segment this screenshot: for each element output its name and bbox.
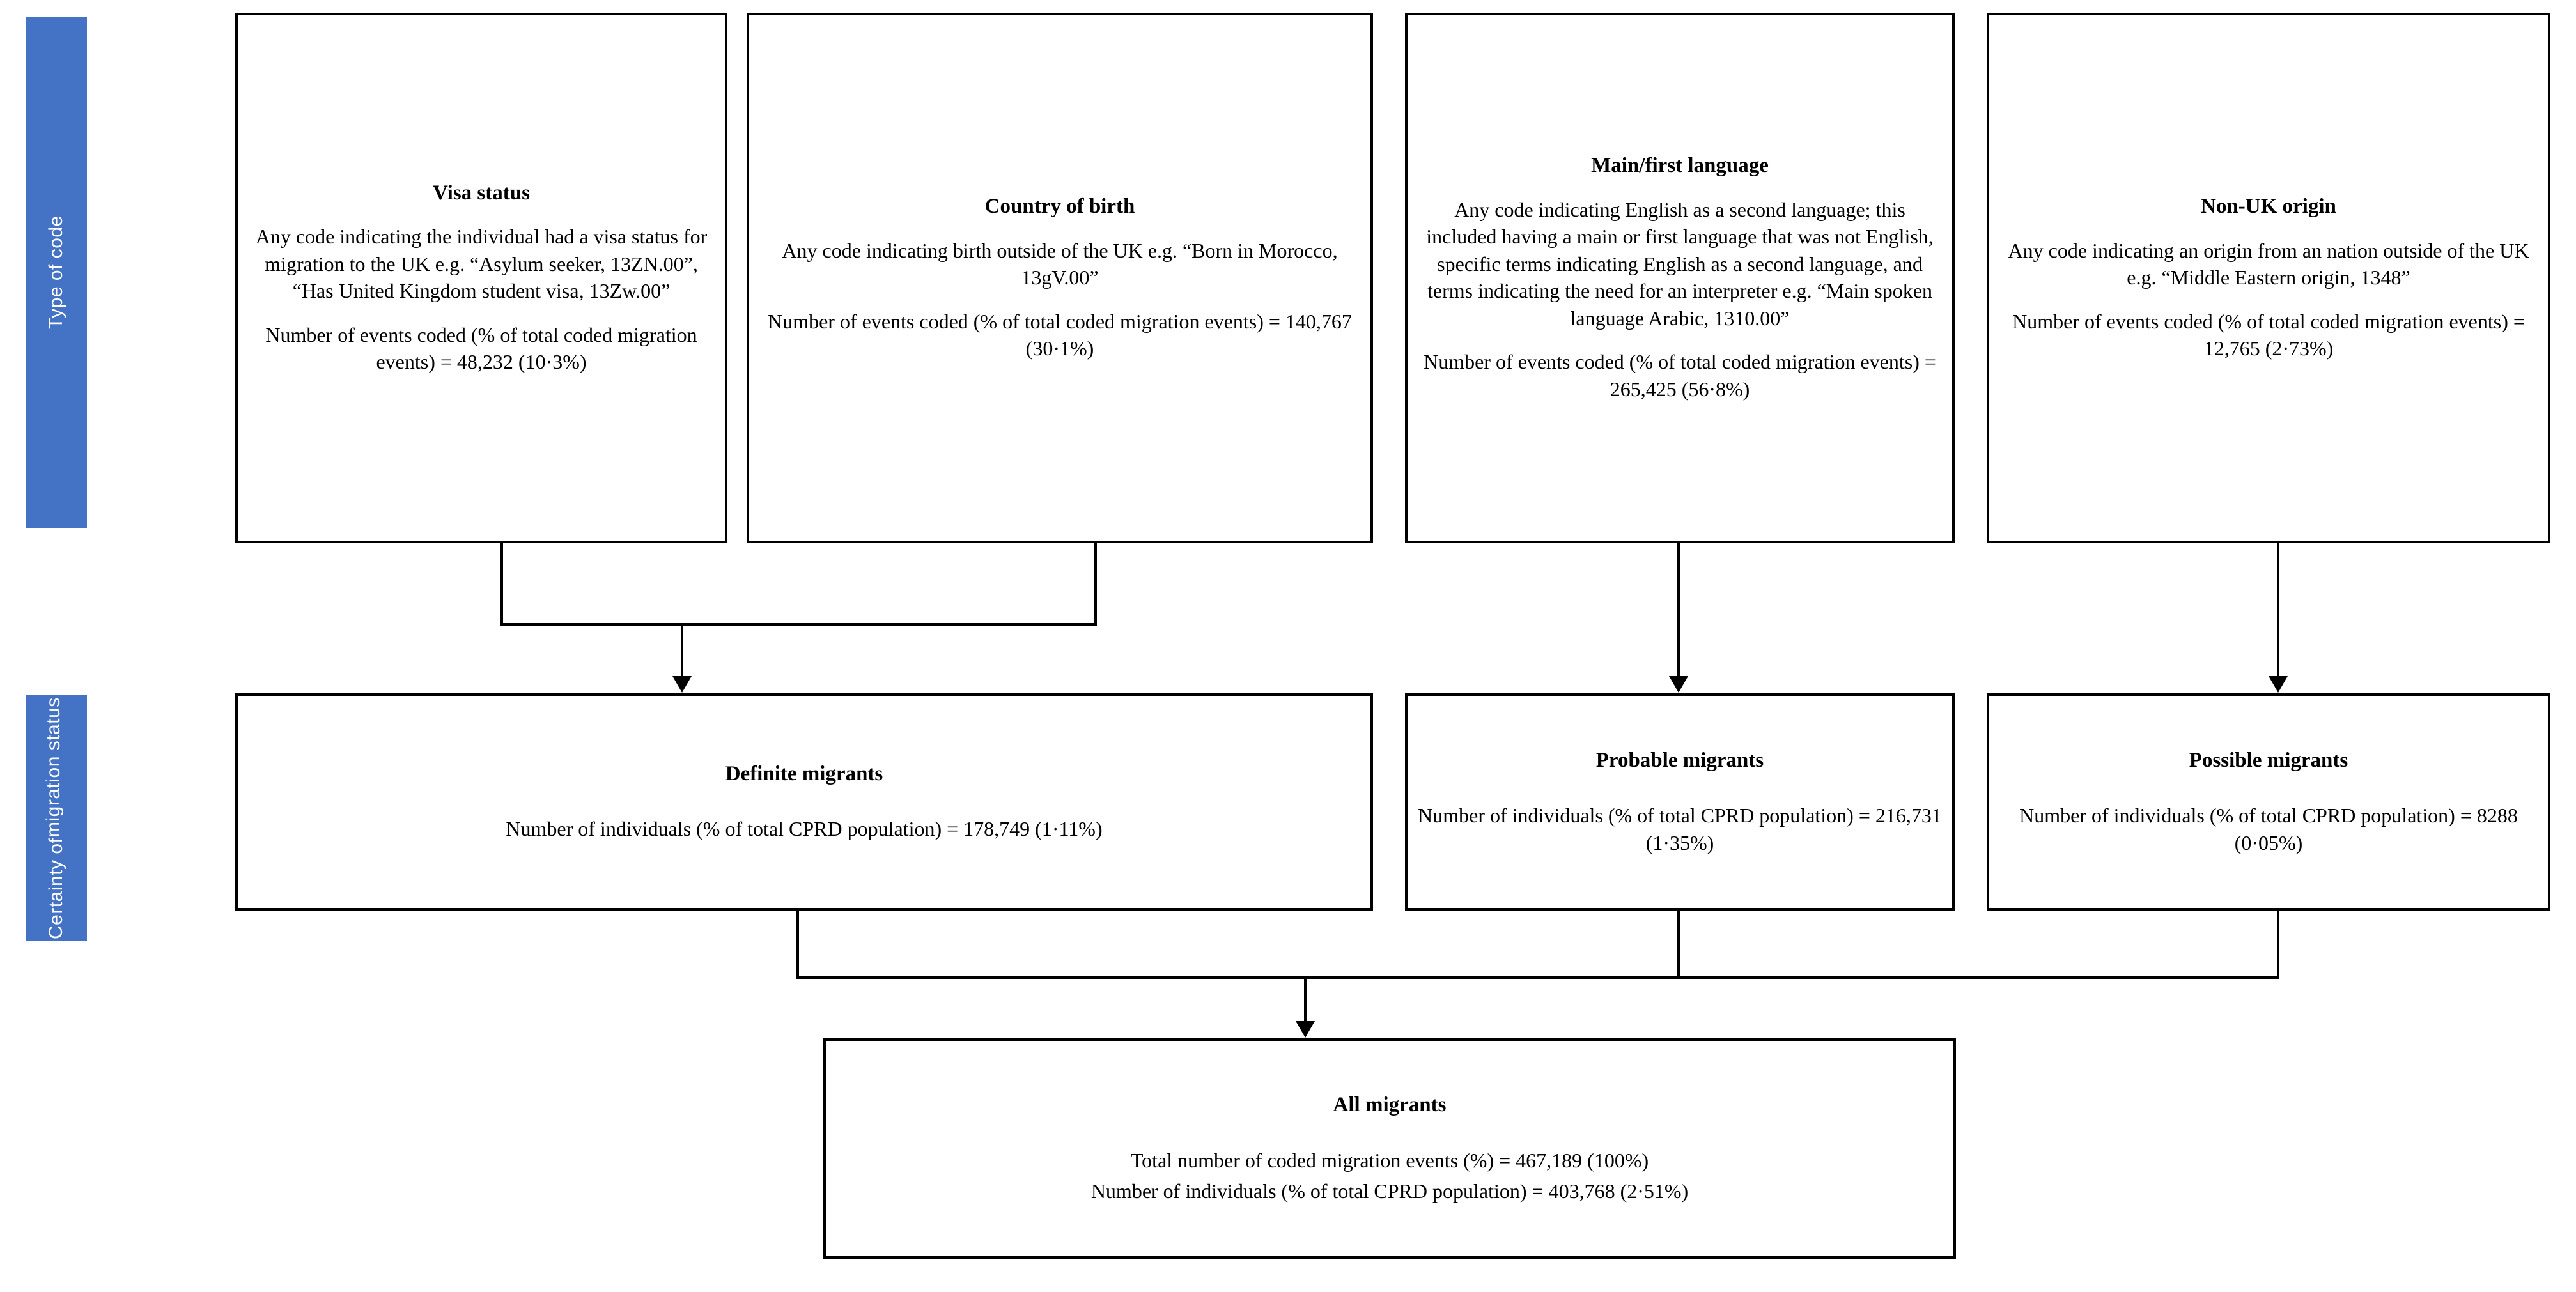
connector-country-down (1094, 543, 1097, 623)
arrow-into-all-migrants (1296, 1021, 1315, 1038)
box-title: Country of birth (984, 195, 1135, 219)
box-stat-individuals: Number of individuals (% of total CPRD p… (1090, 1180, 1689, 1203)
arrow-into-definite-migrants (672, 676, 692, 693)
sidebar-label-line: migration status (42, 696, 64, 838)
box-description: Any code indicating birth outside of the… (782, 238, 1338, 289)
box-visa-status[interactable]: Visa status Any code indicating the indi… (235, 13, 727, 543)
arrow-into-possible-migrants (2269, 676, 2288, 693)
sidebar-label-type-of-code: Type of code (26, 17, 87, 528)
connector-merge-bar-all-migrants (796, 976, 2279, 979)
connector-all-migrants-drop (1304, 976, 1307, 1027)
box-title: Main/first language (1591, 154, 1769, 178)
box-description: Any code indicating an origin from an na… (2008, 238, 2529, 289)
box-stat: Number of events coded (% of total coded… (1424, 350, 1936, 401)
box-all-migrants[interactable]: All migrants Total number of coded migra… (823, 1038, 1956, 1259)
sidebar-label-line: Type of code (45, 215, 66, 329)
box-description: Any code indicating the individual had a… (255, 225, 708, 303)
box-title: Visa status (433, 181, 530, 204)
box-title: Definite migrants (725, 762, 883, 786)
box-title: Non-UK origin (2201, 195, 2336, 219)
box-probable-migrants[interactable]: Probable migrants Number of individuals … (1405, 693, 1955, 911)
connector-language-drop (1677, 543, 1680, 682)
box-description: Any code indicating English as a second … (1426, 197, 1934, 330)
box-possible-migrants[interactable]: Possible migrants Number of individuals … (1987, 693, 2550, 911)
connector-nonuk-drop (2277, 543, 2279, 682)
box-stat: Number of events coded (% of total coded… (2012, 309, 2525, 360)
box-stat: Number of individuals (% of total CPRD p… (2019, 804, 2518, 854)
box-country-of-birth[interactable]: Country of birth Any code indicating bir… (747, 13, 1373, 543)
sidebar-label-line: Certainty of (45, 837, 66, 940)
connector-definite-drop (681, 623, 683, 682)
connector-merge-bar-definite (500, 623, 1097, 626)
arrow-into-probable-migrants (1669, 676, 1688, 693)
sidebar-label-certainty-of-migration-status: Certainty of migration status (26, 695, 87, 941)
box-title: All migrants (1333, 1093, 1447, 1117)
connector-probable-down (1677, 911, 1680, 976)
box-definite-migrants[interactable]: Definite migrants Number of individuals … (235, 693, 1373, 911)
box-title: Possible migrants (2189, 748, 2348, 772)
box-non-uk-origin[interactable]: Non-UK origin Any code indicating an ori… (1987, 13, 2550, 543)
box-stat-events: Total number of coded migration events (… (1130, 1148, 1649, 1172)
box-main-first-language[interactable]: Main/first language Any code indicating … (1405, 13, 1955, 543)
box-title: Probable migrants (1595, 748, 1764, 772)
box-stat: Number of individuals (% of total CPRD p… (506, 817, 1103, 841)
connector-possible-down (2277, 911, 2279, 976)
box-stat: Number of events coded (% of total coded… (768, 309, 1352, 360)
connector-visa-down (500, 543, 503, 623)
box-stat: Number of individuals (% of total CPRD p… (1418, 804, 1942, 854)
box-stat: Number of events coded (% of total coded… (265, 323, 697, 374)
connector-definite-down (796, 911, 799, 976)
